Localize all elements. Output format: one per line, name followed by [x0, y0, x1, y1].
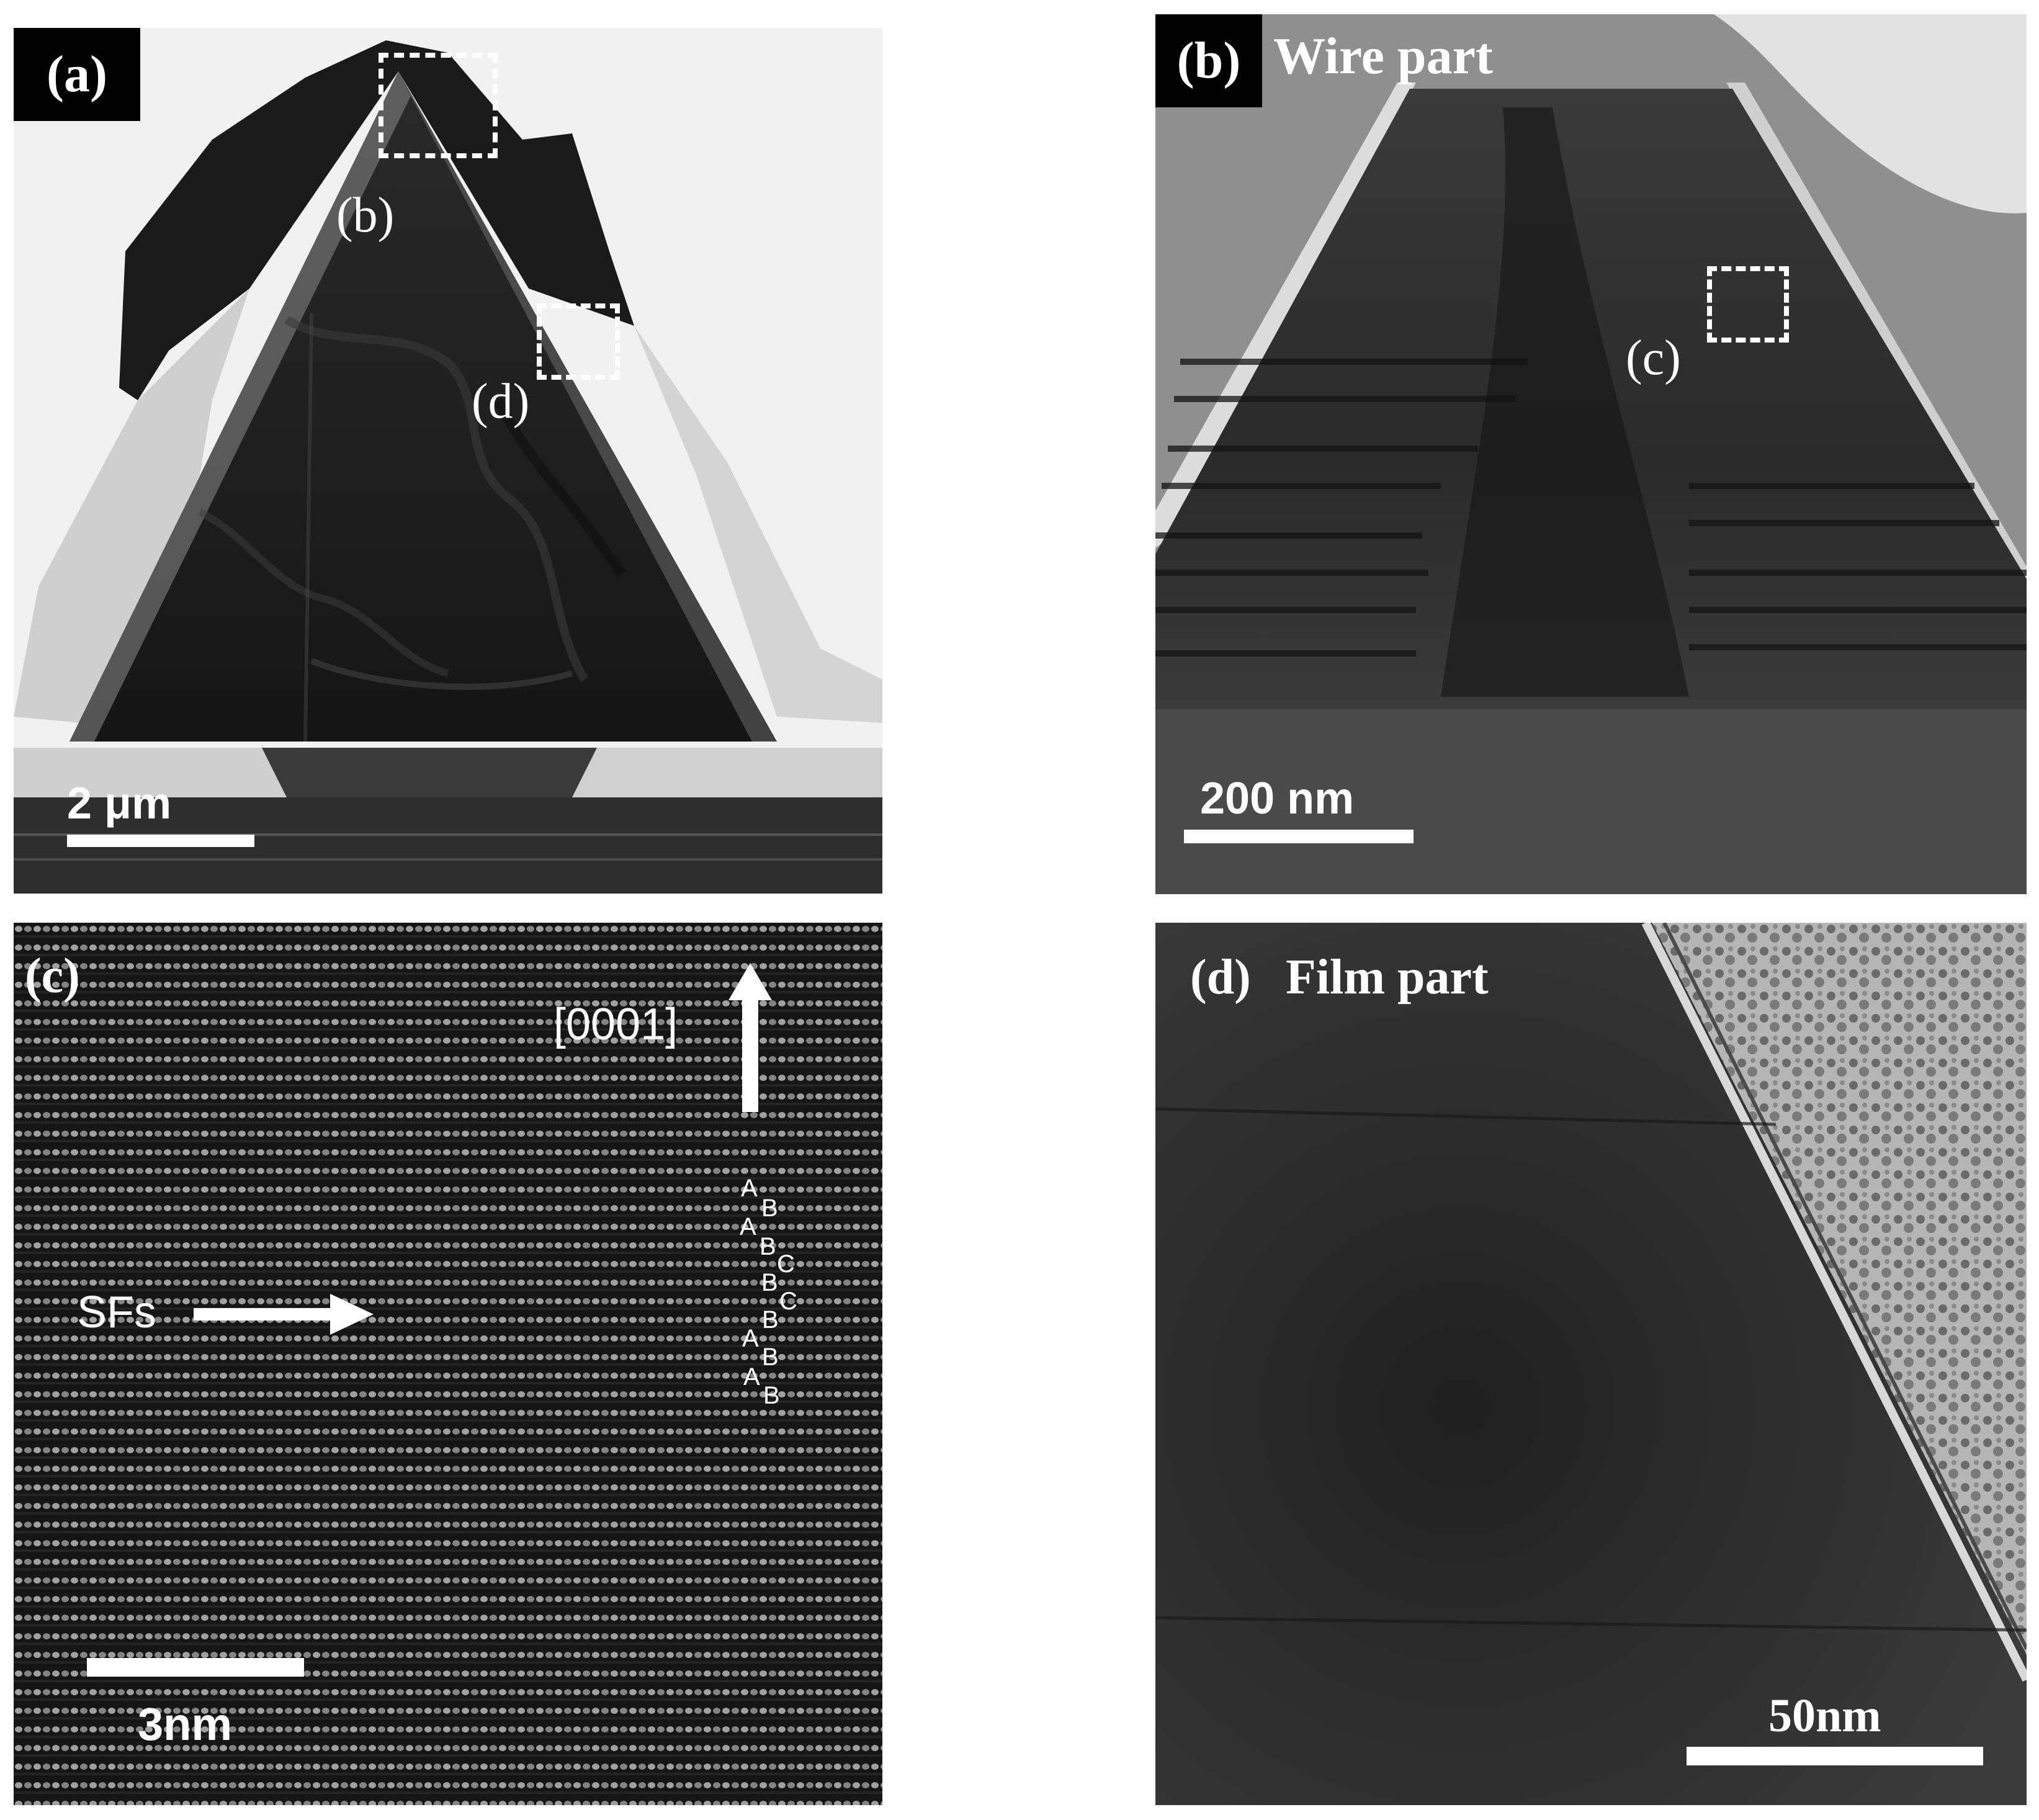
stacking-letter: A: [743, 1363, 760, 1391]
region-b-label: (b): [336, 188, 395, 243]
up-arrow-icon: [728, 963, 772, 1112]
region-d-box: [537, 303, 620, 380]
scalebar-b: [1184, 830, 1414, 843]
right-arrow-icon: [194, 1294, 374, 1335]
panel-c-label: (c): [25, 949, 80, 1003]
stacking-letter: C: [777, 1250, 795, 1278]
stacking-letter: B: [763, 1382, 780, 1409]
scalebar-c-label: 3nm: [138, 1698, 233, 1750]
panel-b-label: (b): [1155, 14, 1262, 107]
panel-d-title: Film part: [1286, 950, 1489, 1005]
stacking-letter: B: [760, 1233, 776, 1260]
stacking-letter: C: [779, 1288, 797, 1315]
stacking-letter: B: [761, 1269, 778, 1296]
panel-b: (b) Wire part (c) 200 nm: [1155, 14, 2027, 894]
panel-b-title: Wire part: [1273, 27, 1493, 85]
panel-d-label: (d): [1190, 950, 1251, 1005]
stacking-letter: B: [762, 1343, 779, 1371]
scalebar-d: [1687, 1747, 1983, 1765]
scalebar-d-label: 50nm: [1768, 1690, 1881, 1742]
panel-d-micrograph: [1155, 923, 2027, 1805]
stacking-letter: A: [740, 1213, 756, 1240]
region-b-box: [379, 53, 498, 158]
sfs-label: SFs: [77, 1288, 157, 1337]
direction-label: [0001]: [553, 1000, 678, 1049]
scalebar-a-label: 2 μm: [67, 779, 172, 828]
panel-b-micrograph: [1155, 14, 2027, 894]
direction-arrow: [728, 963, 772, 1112]
stacking-letter: B: [761, 1195, 778, 1222]
region-d-label: (d): [472, 374, 530, 429]
panel-a-label: (a): [14, 28, 140, 121]
panel-c: (c) [0001] SFs A B A B C B C B A B A B 3…: [14, 923, 882, 1805]
scalebar-c: [87, 1658, 304, 1677]
region-c-box: [1707, 266, 1789, 343]
panel-a: (a) (b) (d) 2 μm: [14, 28, 882, 894]
region-c-label: (c): [1626, 331, 1681, 385]
scalebar-a: [67, 835, 254, 847]
stacking-letter: A: [741, 1175, 758, 1202]
scalebar-b-label: 200 nm: [1200, 774, 1355, 823]
panel-d: (d) Film part 50nm: [1155, 923, 2027, 1805]
stacking-letter: B: [762, 1306, 779, 1334]
sfs-arrow: [194, 1294, 374, 1335]
stacking-letter: A: [742, 1325, 759, 1352]
